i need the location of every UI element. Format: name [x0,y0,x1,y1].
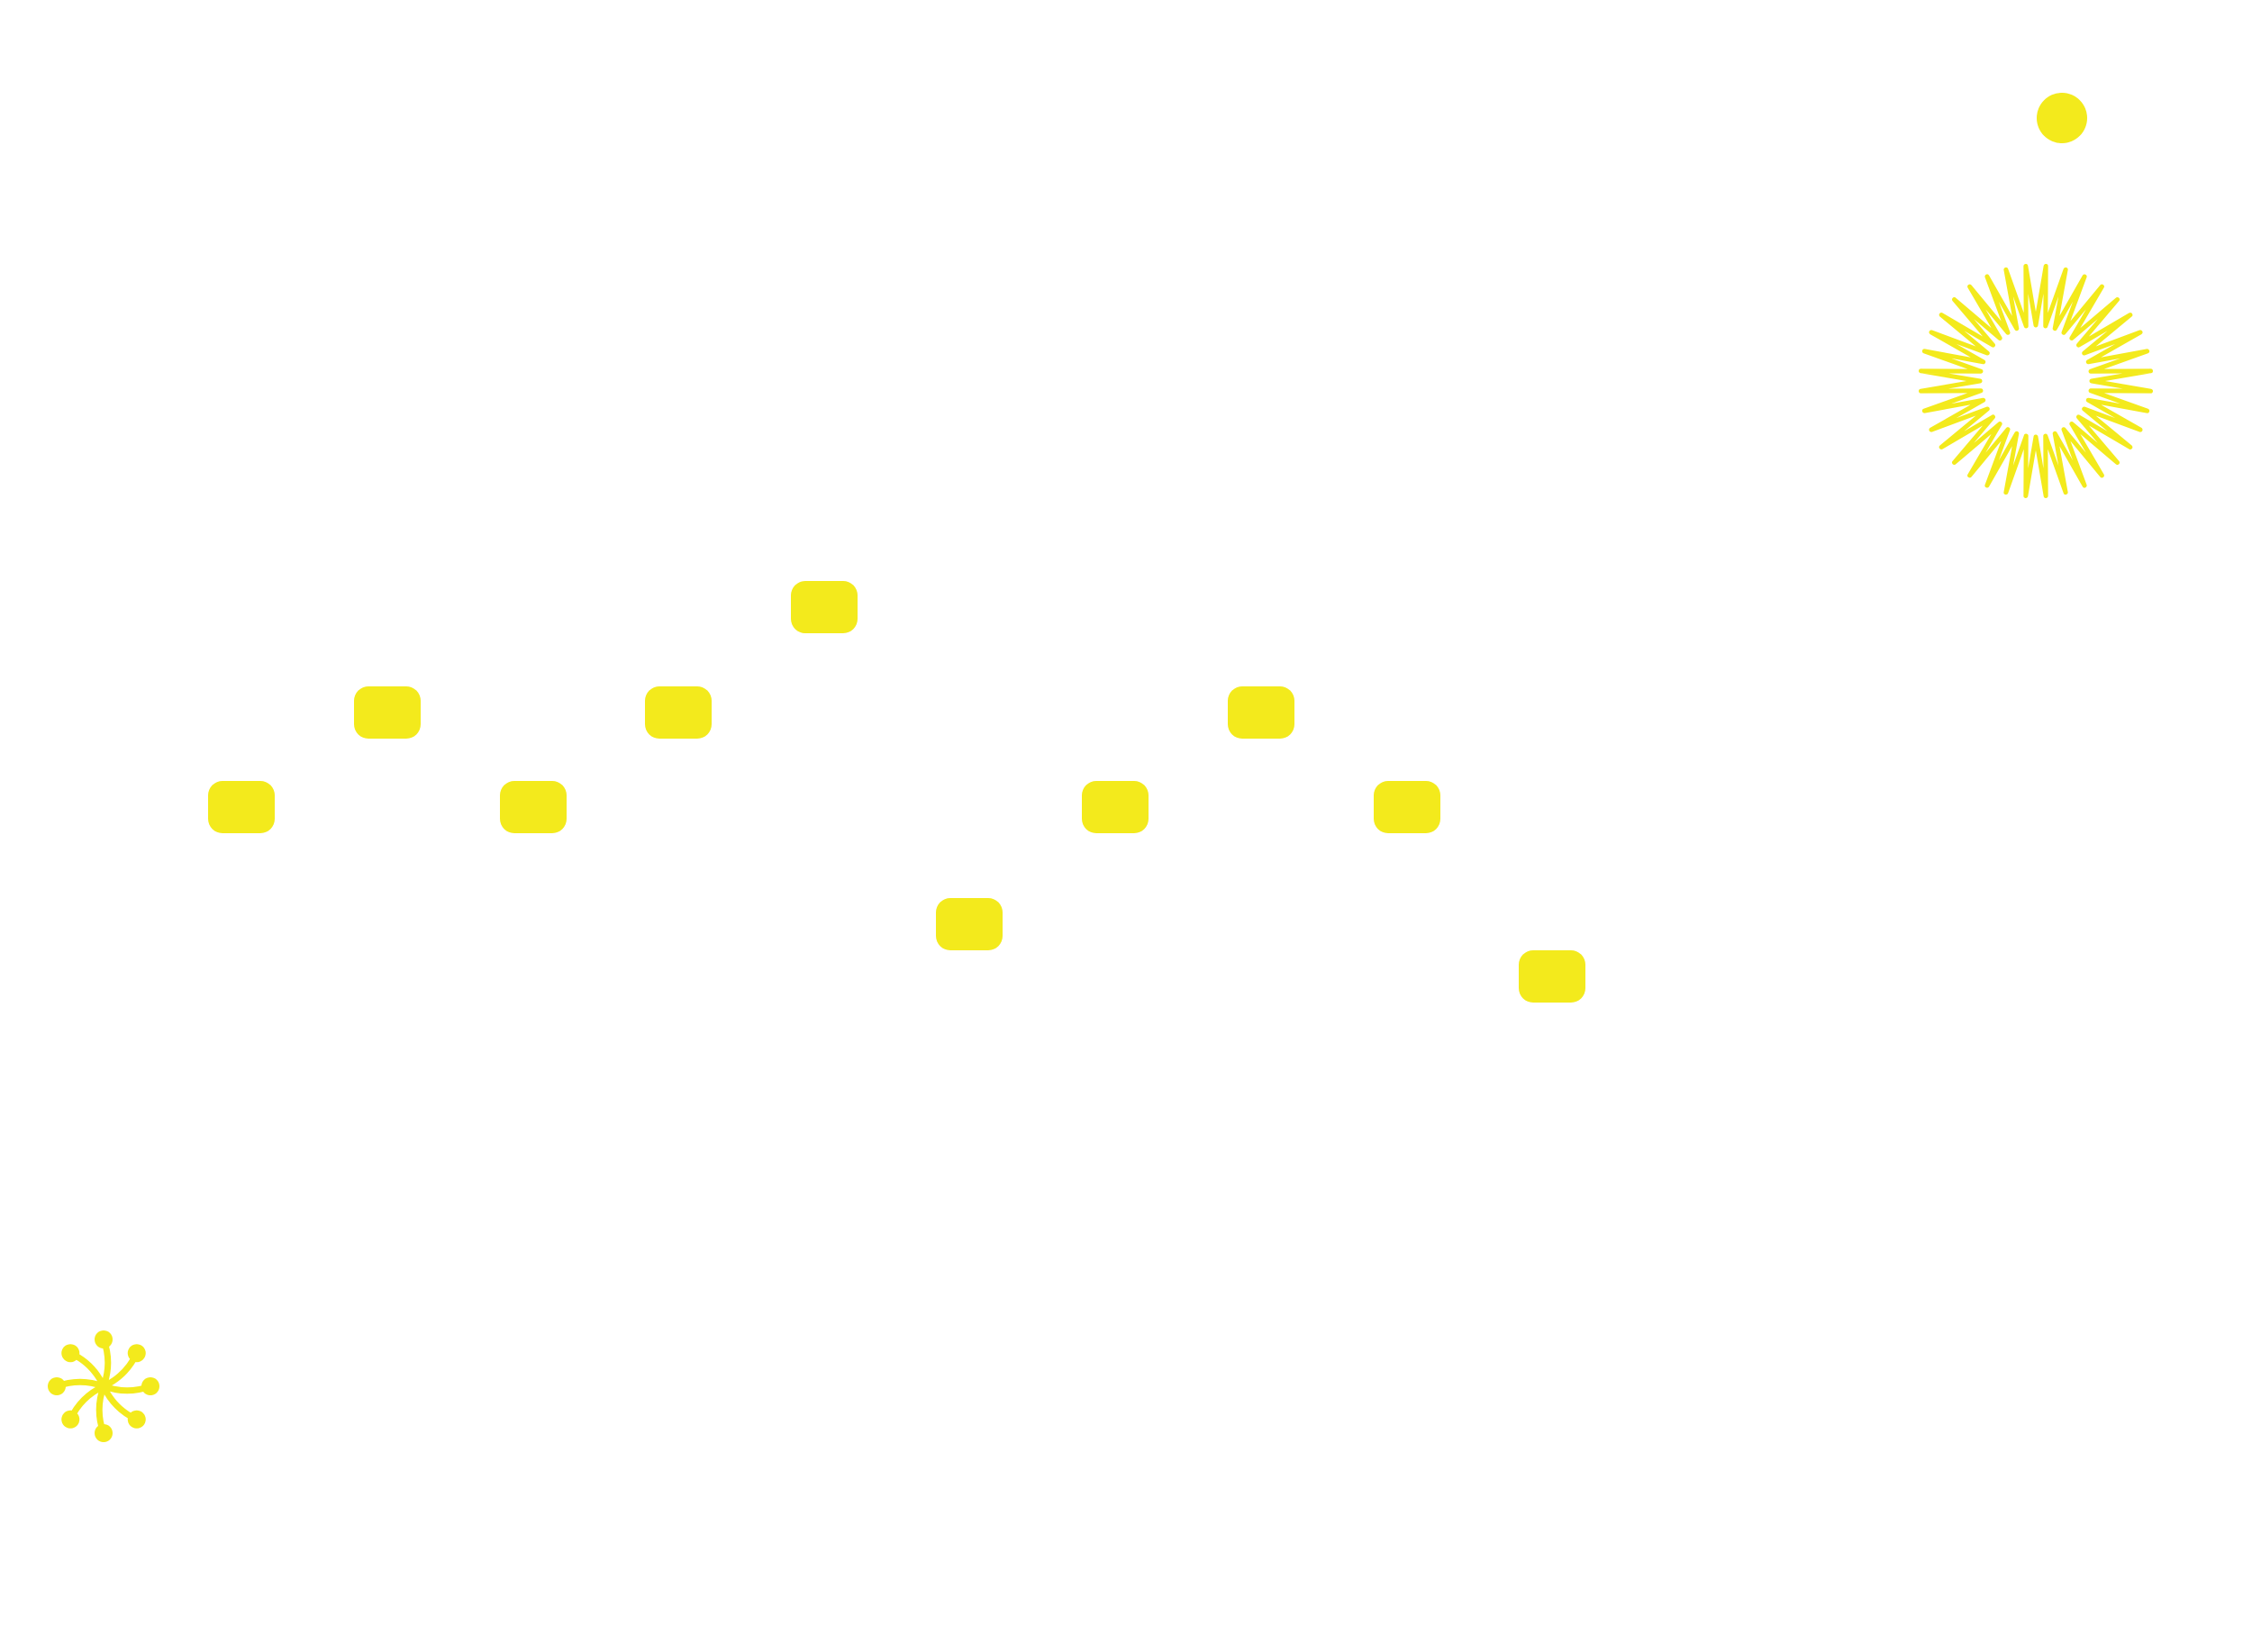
yellow-pill-3 [500,781,567,833]
flower-tip [127,1410,146,1429]
asterisk-flower-icon [48,1330,159,1442]
yellow-pill-6 [936,898,1003,950]
flower-tip [141,1377,159,1395]
yellow-pill-1 [208,781,275,833]
yellow-pill-8 [1228,686,1294,739]
yellow-pill-7 [1082,781,1149,833]
flower-tip [127,1344,146,1363]
yellow-pill-2 [354,686,421,739]
flower-tip [48,1377,66,1395]
flower-tip [95,1330,113,1348]
flower-center [97,1380,110,1393]
yellow-pill-5 [791,581,858,633]
yellow-pill-9 [1374,781,1440,833]
sunburst-rays [1919,264,2153,498]
sunburst-ring-icon [1919,264,2153,498]
circle-dot-icon [2037,93,2087,143]
yellow-pill-4 [645,686,712,739]
flower-tip [61,1344,80,1363]
yellow-pill-10 [1519,950,1585,1003]
flower-tip [61,1410,80,1429]
flower-tip [95,1424,113,1442]
